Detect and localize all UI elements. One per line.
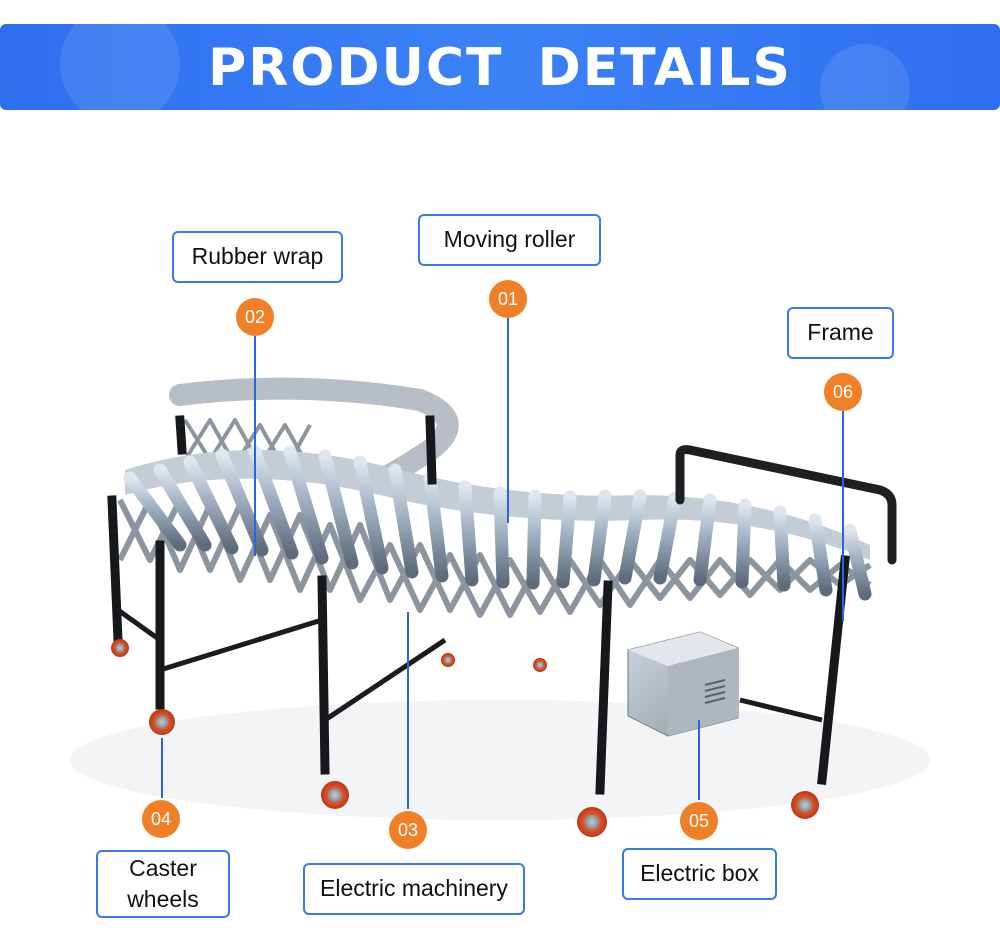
callout-caster-wheels-label: Caster wheels (96, 850, 230, 918)
leg-stands (107, 415, 850, 795)
callout-rubber-wrap-label: Rubber wrap (172, 231, 343, 283)
callout-frame-label: Frame (787, 307, 894, 359)
handle-frame (675, 445, 897, 565)
callout-01-leader (507, 318, 509, 523)
page-title: PRODUCT DETAILS (208, 38, 792, 98)
callout-01-badge: 01 (489, 280, 527, 318)
back-roller-section (169, 377, 459, 491)
callout-02-leader (254, 336, 256, 556)
callout-moving-roller-label: Moving roller (418, 214, 601, 266)
callout-04-badge: 04 (142, 800, 180, 838)
caster-wheels (111, 639, 819, 837)
callout-02-badge: 02 (236, 298, 274, 336)
callout-05-leader (698, 720, 700, 800)
callout-electric-machinery-label: Electric machinery (303, 863, 525, 915)
callout-electric-box-label: Electric box (622, 848, 777, 900)
callout-04-leader (161, 738, 163, 798)
callout-06-badge: 06 (824, 373, 862, 411)
roller-bed (123, 445, 872, 601)
electric-box-illustration (627, 631, 739, 737)
callout-05-badge: 05 (680, 802, 718, 840)
callout-03-leader (407, 612, 409, 809)
callout-06-leader (842, 411, 844, 621)
leg-braces (116, 607, 823, 723)
callout-03-badge: 03 (389, 811, 427, 849)
header-banner: PRODUCT DETAILS (0, 24, 1000, 110)
